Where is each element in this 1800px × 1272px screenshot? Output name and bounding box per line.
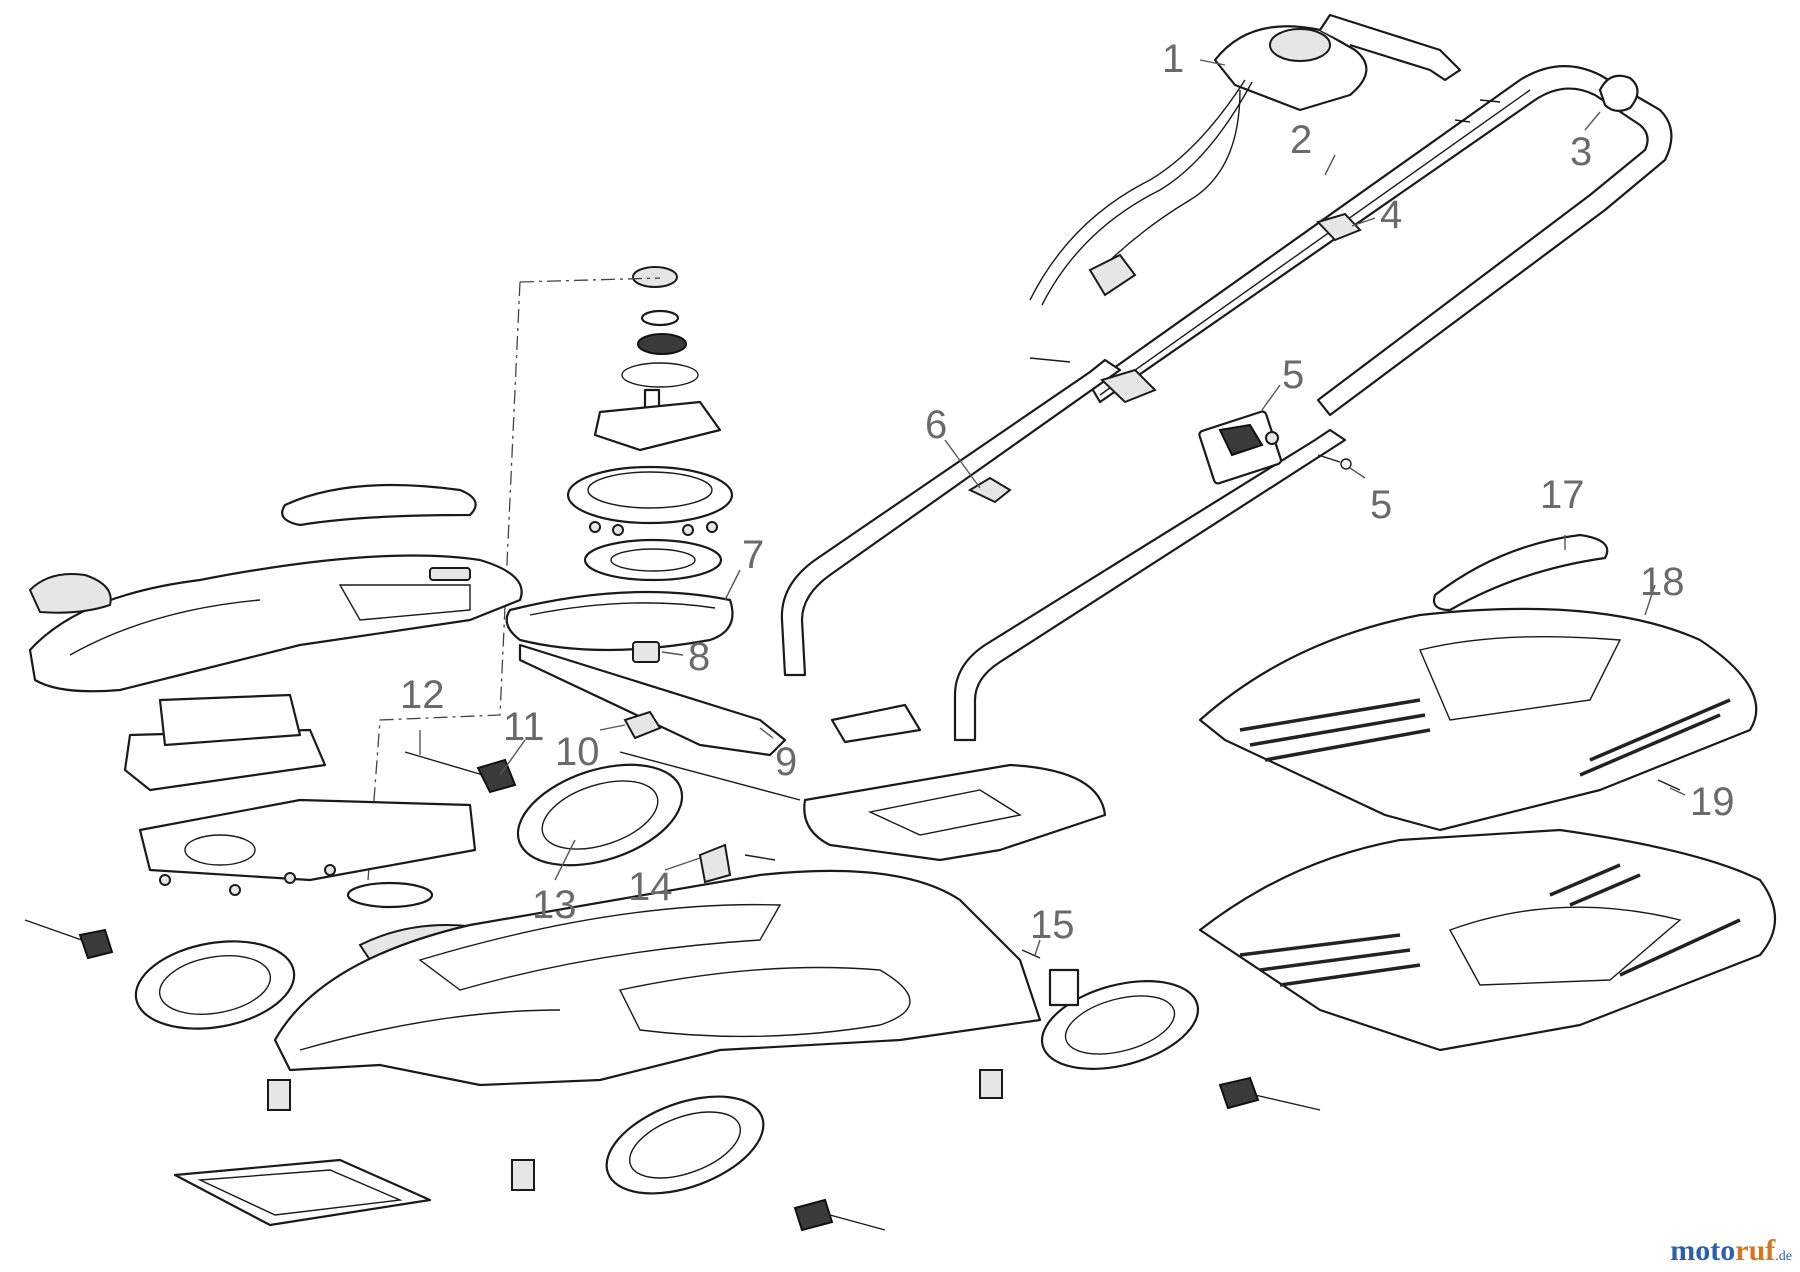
screw-part-15 [1021,949,1080,1007]
wheel-front-right [1040,980,1321,1111]
rear-flap [619,751,1107,862]
callout-2: 2 [1290,118,1312,162]
handle-bracket [1029,357,1157,404]
seal-ring-part-7 [505,590,734,652]
stator-ring [566,465,734,525]
cable-clip-part-3 [1598,74,1639,112]
grass-bag-bottom [1198,828,1777,1052]
callout-12: 12 [400,673,445,717]
callout-19: 19 [1690,780,1735,824]
callout-7: 7 [742,533,764,577]
callout-1: 1 [1162,37,1184,81]
watermark-logo: motoruf.de [1670,1234,1792,1267]
callout-17: 17 [1540,473,1585,517]
callout-3: 3 [1570,130,1592,174]
callout-18: 18 [1640,560,1685,604]
leader-lines [419,59,1686,956]
assembly-guide-line [367,277,661,881]
handle-grip-left [281,483,477,527]
top-cover [28,554,523,693]
grass-bag-top-part-18 [1198,607,1758,832]
cover-label [28,573,112,614]
blade-nut-part-10 [623,710,662,740]
callout-15: 15 [1030,903,1075,947]
axle-part-12 [404,751,517,794]
callout-13: 13 [532,883,577,927]
handle-screws [1454,99,1501,123]
wheel-front-left [605,1095,886,1232]
handle-bolt-part-5 [1317,454,1352,470]
height-adjust-part-14 [698,843,776,884]
bottom-plate [173,1158,432,1227]
upper-handle-bar [1088,65,1673,417]
rotor-shaft [593,388,722,452]
motor-screws [589,521,718,536]
flap-label [830,703,922,744]
callout-11: 11 [503,705,545,749]
base-screws [159,864,336,896]
blade-part-9 [518,643,787,757]
mower-deck [273,869,1042,1087]
blade-adapter-part-8 [632,641,660,663]
wheel-left-rear [24,919,296,1030]
callout-14: 14 [628,865,673,909]
motor-cap [632,266,678,288]
motor-base-plate [138,798,477,882]
cable-clip-part-4 [1316,212,1362,242]
spacer-ring [346,881,434,909]
power-cable [1029,79,1253,306]
handle-clamp [967,476,1012,504]
callout-6: 6 [925,403,947,447]
bag-handle-part-17 [1432,533,1609,612]
callout-5-bolt: 5 [1370,483,1392,527]
clip-part-19 [1657,779,1681,791]
height-levers [267,1069,1003,1191]
callout-4: 4 [1380,193,1402,237]
motor-housing [123,693,327,792]
wheel-part-13 [516,763,684,867]
handle-knob-part-5 [1198,410,1282,485]
lower-handle-left-part-6 [780,358,1122,677]
switch-box-part-1 [1213,13,1462,112]
lower-handle-right [953,428,1347,742]
gasket-plate [583,538,723,582]
callout-5-knob: 5 [1282,353,1304,397]
callout-9: 9 [775,740,797,784]
bearings [621,309,699,388]
callout-8: 8 [688,635,710,679]
callout-10: 10 [555,730,600,774]
